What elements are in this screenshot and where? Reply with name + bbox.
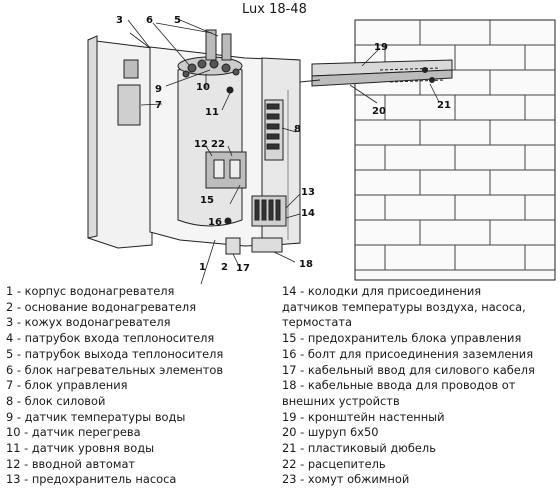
breaker-switch: [213, 159, 225, 179]
legend-item: 9 - датчик температуры воды: [6, 409, 186, 424]
legend-item: 18 - кабельные ввода для проводов от: [282, 378, 516, 393]
terminal-screws: [254, 199, 281, 221]
legend-item: 20 - шуруп 6х50: [282, 425, 379, 440]
leader-lines: [127, 19, 440, 285]
cover-bracket: [123, 59, 139, 79]
power-cable-gland: [225, 237, 241, 255]
legend-item: 2 - основание водонагревателя: [6, 299, 197, 314]
callout-8: 8: [294, 124, 301, 135]
legend-item: 13 - предохранитель насоса: [6, 472, 177, 487]
legend-item: 15 - предохранитель блока управления: [282, 331, 522, 346]
legend-item: 11 - датчик уровня воды: [6, 441, 155, 456]
legend-item: 3 - кожух водонагревателя: [6, 315, 171, 330]
legend-item: 19 - кронштейн настенный: [282, 409, 445, 424]
legend-item: 4 - патрубок входа теплоносителя: [6, 331, 215, 346]
legend-item: 17 - кабельный ввод для силового кабеля: [282, 362, 535, 377]
callout-17: 17: [236, 263, 250, 274]
wall-bracket: [299, 59, 453, 87]
boiler-diagram: 1 6 3 5 9 7 10 11 8 12 22 15 13 14 16 2 …: [87, 15, 556, 285]
outlet-pipe: [221, 33, 232, 61]
callout-16: 16: [208, 217, 222, 228]
callout-2: 2: [221, 262, 228, 273]
legend-item: 14 - колодки для присоединения: [282, 284, 482, 298]
callout-22: 22: [211, 139, 225, 150]
water-level-sensor: [226, 86, 234, 94]
legend-item: 6 - блок нагревательных элементов: [6, 362, 224, 377]
boiler-illustration: [87, 29, 301, 255]
brick-joints: [384, 20, 526, 270]
legend-left: 1 - корпус водонагревателя 2 - основание…: [6, 284, 223, 488]
control-block: [117, 84, 141, 126]
callout-18: 18: [299, 259, 313, 270]
callout-labels: 1 6 3 5 9 7 10 11 8 12 22 15 13 14 16 2 …: [116, 15, 451, 274]
callout-20: 20: [372, 106, 386, 117]
legend-item: 16 - болт для присоединения заземления: [282, 346, 534, 361]
legend-item: 7 - блок управления: [6, 378, 128, 393]
callout-6: 6: [146, 15, 153, 26]
legend-item: термостата: [282, 315, 352, 330]
legend-item: 5 - патрубок выхода теплоносителя: [6, 346, 224, 361]
cover-panel: [87, 39, 153, 249]
inlet-pipe: [205, 29, 217, 61]
callout-11: 11: [205, 107, 219, 118]
callout-7: 7: [155, 100, 162, 111]
diagram-title: Lux 18-48: [242, 2, 307, 17]
input-breaker: [205, 151, 247, 189]
legend-item: датчиков температуры воздуха, насоса,: [282, 299, 526, 314]
ground-bolt: [224, 217, 232, 225]
callout-3: 3: [116, 15, 123, 26]
cover-side: [87, 35, 98, 239]
legend-item: 21 - пластиковый дюбель: [282, 441, 436, 456]
legend-item: 10 - датчик перегрева: [6, 425, 141, 440]
power-terminals: [266, 103, 280, 150]
legend-item: 8 - блок силовой: [6, 393, 106, 408]
callout-9: 9: [155, 84, 162, 95]
legend-right: 14 - колодки для присоединения датчиков …: [282, 284, 535, 488]
brick-wall: [354, 19, 556, 281]
callout-12: 12: [194, 139, 208, 150]
breaker-switch-2: [229, 159, 241, 179]
callout-13: 13: [301, 187, 315, 198]
legend-item: 23 - хомут обжимной: [282, 472, 410, 487]
legend-item: внешних устройств: [282, 393, 400, 408]
callout-15: 15: [200, 195, 214, 206]
callout-14: 14: [301, 208, 315, 219]
callout-10: 10: [196, 82, 210, 93]
callout-19: 19: [374, 42, 388, 53]
legend-item: 1 - корпус водонагревателя: [6, 284, 175, 298]
external-cable-glands: [251, 237, 283, 253]
heating-elements: [182, 59, 240, 78]
callout-1: 1: [199, 262, 206, 273]
callout-5: 5: [174, 15, 181, 26]
callout-21: 21: [437, 100, 451, 111]
